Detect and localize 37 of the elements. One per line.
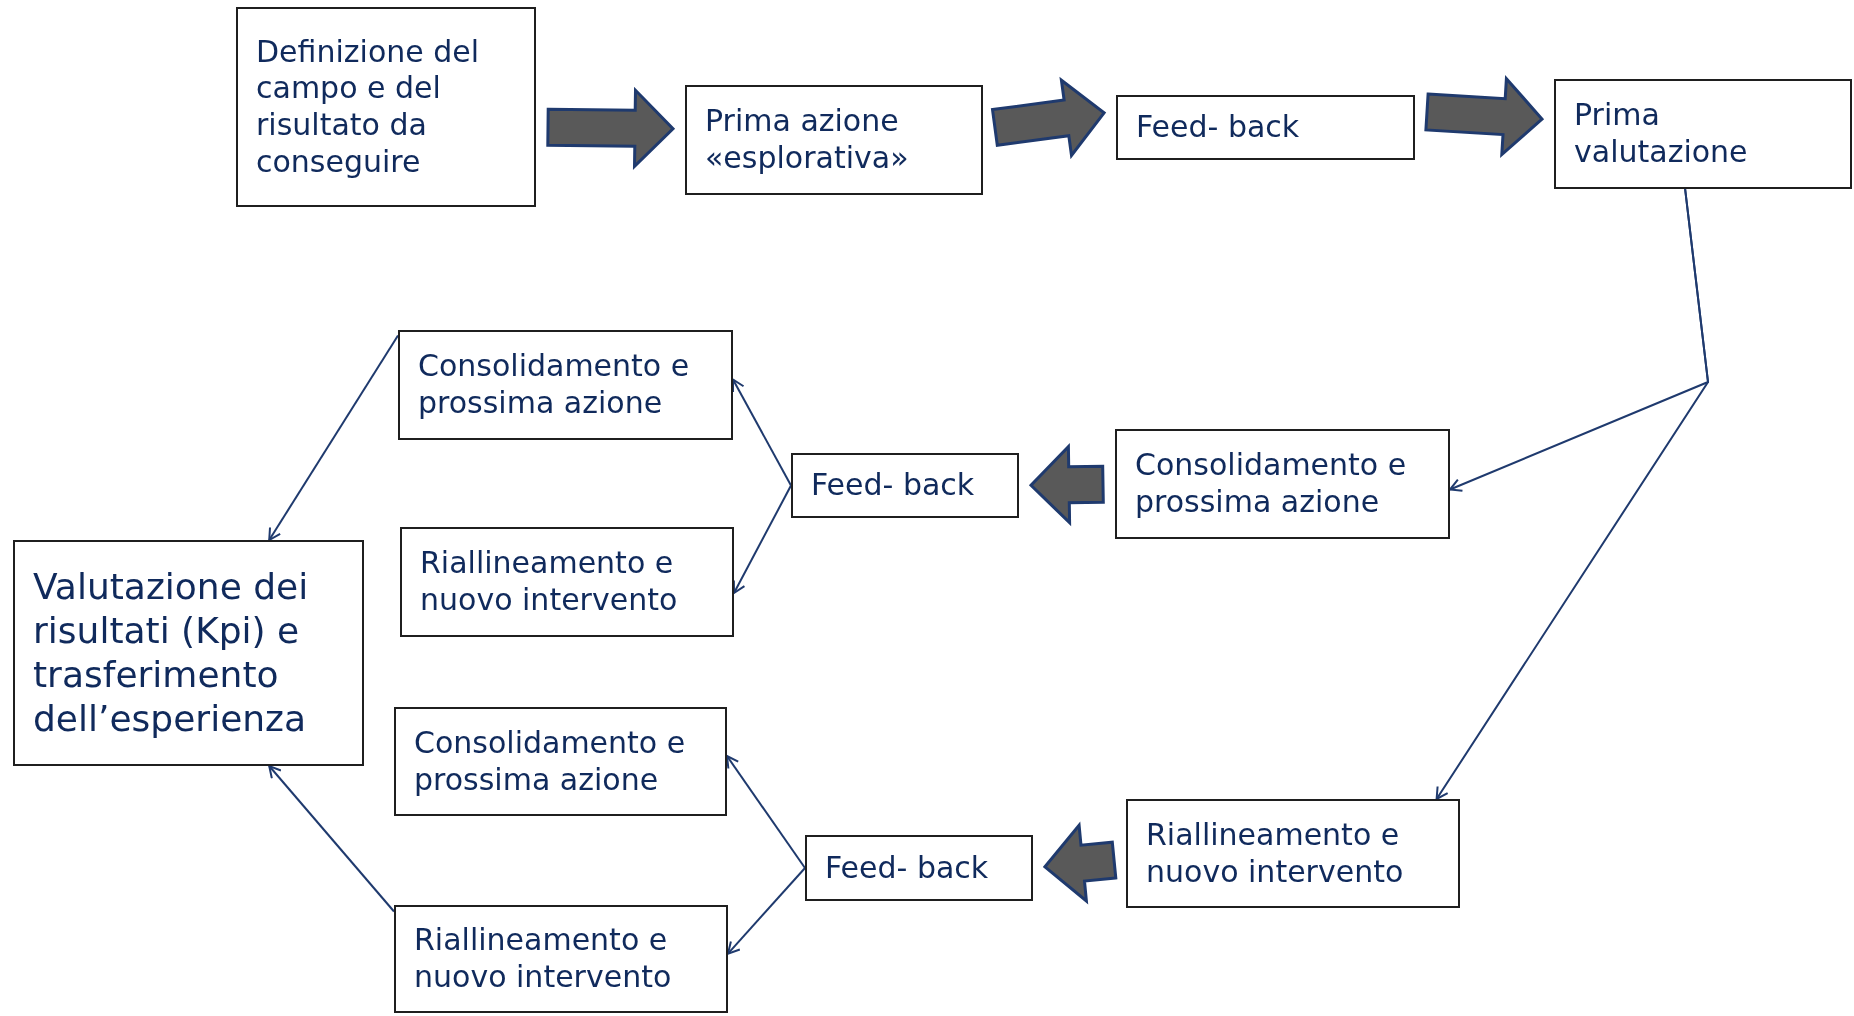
box-text: Consolidamento e prossima azione	[414, 724, 687, 799]
process-box	[394, 707, 727, 816]
box-text: Feed- back	[825, 849, 989, 887]
process-box	[13, 540, 364, 766]
process-box	[398, 330, 733, 440]
process-box	[1116, 95, 1415, 160]
process-box	[394, 905, 728, 1013]
arrow	[1435, 188, 1710, 800]
arrow	[727, 867, 806, 955]
box-text: Riallineamento e nuovo intervento	[420, 545, 679, 619]
process-box	[1115, 429, 1450, 539]
box-text: Feed- back	[811, 467, 975, 504]
box-text: Consolidamento e prossima azione	[1135, 447, 1408, 521]
arrow	[268, 334, 399, 541]
process-box	[685, 85, 983, 195]
block-arrow	[1028, 443, 1105, 527]
process-box	[1554, 79, 1852, 189]
box-text: Riallineamento e nuovo intervento	[1146, 816, 1405, 891]
block-arrow	[1042, 821, 1118, 905]
box-text: Prima azione «esplorativa»	[705, 103, 910, 177]
process-box	[1126, 799, 1460, 908]
box-text: Consolidamento e prossima azione	[418, 348, 691, 422]
process-box	[236, 7, 536, 207]
box-text: Prima valutazione	[1574, 97, 1749, 171]
box-text: Definizione del campo e del risultato da conseguire	[256, 33, 481, 181]
process-box	[791, 453, 1019, 518]
box-text: Feed- back	[1136, 109, 1300, 146]
box-text: Valutazione dei risultati (Kpi) e trasferimento dell’esperienza	[33, 565, 310, 741]
process-box	[805, 835, 1033, 901]
block-arrow	[1424, 75, 1545, 159]
block-arrow	[546, 86, 676, 170]
arrow	[732, 378, 792, 487]
process-box	[400, 527, 734, 637]
box-text: Riallineamento e nuovo intervento	[414, 922, 673, 996]
arrow	[268, 765, 395, 913]
arrow	[726, 755, 806, 869]
block-arrow	[990, 76, 1107, 160]
